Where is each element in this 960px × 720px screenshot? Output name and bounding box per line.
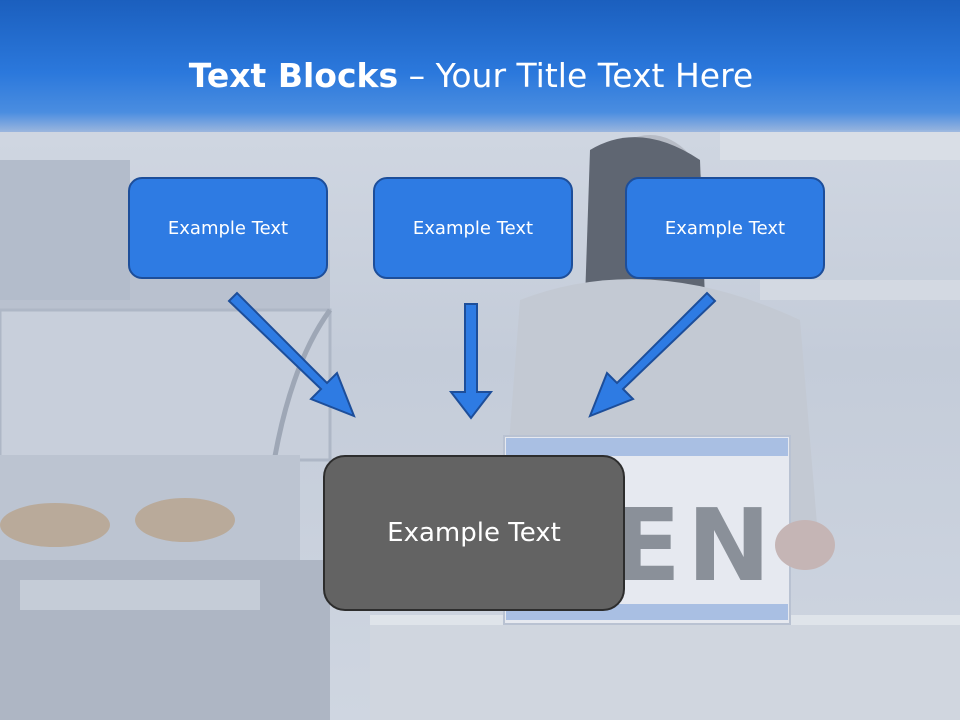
text-block-3[interactable]: Example Text (625, 177, 825, 279)
text-block-1[interactable]: Example Text (128, 177, 328, 279)
title-bold: Text Blocks (188, 56, 399, 95)
slide-title: Text Blocks – Your Title Text Here (0, 56, 942, 96)
title-rest: – Your Title Text Here (398, 56, 754, 95)
text-block-1-label: Example Text (167, 217, 289, 239)
text-block-2[interactable]: Example Text (373, 177, 573, 279)
arrow-left (227, 291, 356, 418)
center-text-block[interactable]: Example Text (323, 455, 625, 611)
center-text-block-label: Example Text (387, 518, 561, 548)
arrow-center (448, 303, 494, 420)
arrow-right (588, 291, 717, 418)
text-block-3-label: Example Text (664, 217, 786, 239)
title-bar (0, 0, 960, 132)
text-block-2-label: Example Text (412, 217, 534, 239)
